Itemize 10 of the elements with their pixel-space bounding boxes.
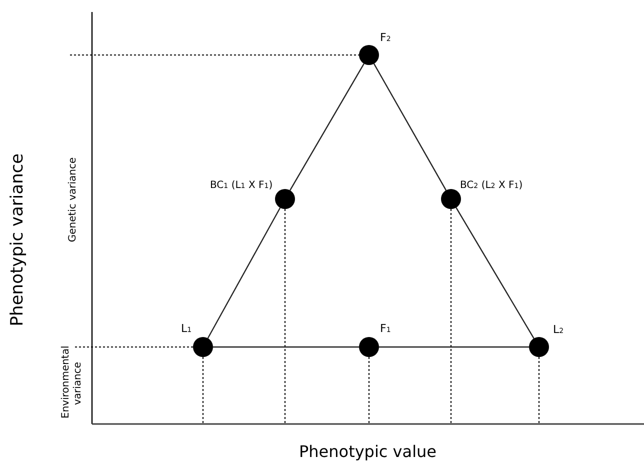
axis-annotation: Genetic variance — [67, 157, 79, 242]
connector-line — [213, 346, 359, 348]
connector-line — [373, 63, 447, 191]
connector-line — [290, 63, 364, 191]
axis-title: Phenotypic value — [299, 443, 436, 462]
connector-line — [207, 207, 281, 339]
axis-annotation: Environmental variance — [60, 348, 84, 418]
connector-line — [379, 346, 529, 348]
axis-title: Phenotypic variance — [8, 153, 28, 326]
connector-line — [456, 207, 534, 339]
